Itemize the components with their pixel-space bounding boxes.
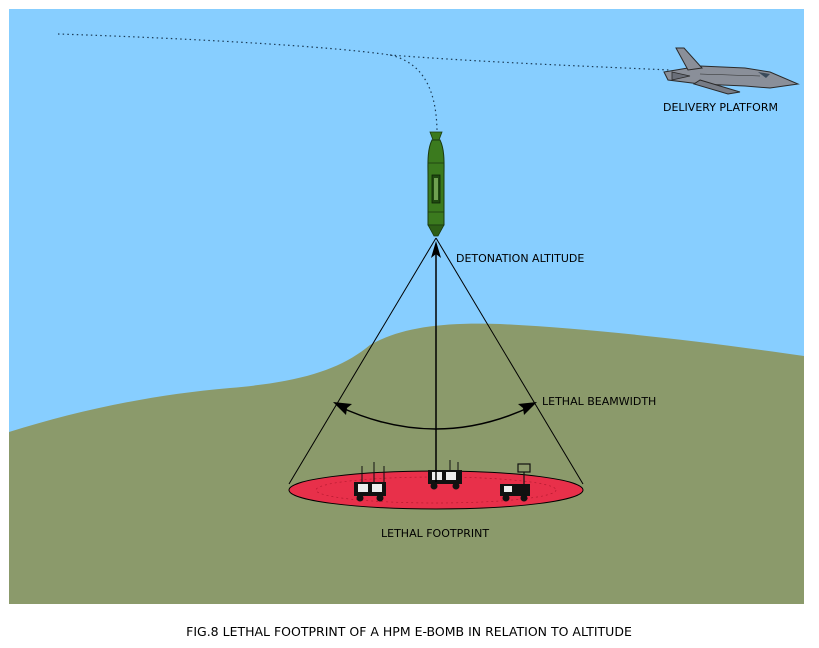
beam-cone-right — [435, 237, 584, 485]
lethal-footprint-label: LETHAL FOOTPRINT — [381, 527, 489, 540]
detonation-altitude-label: DETONATION ALTITUDE — [456, 252, 584, 265]
flight-path-to-aircraft — [389, 54, 671, 71]
beamwidth-arrow-left — [333, 402, 352, 415]
delivery-platform-label: DELIVERY PLATFORM — [663, 101, 778, 114]
beamwidth-arc — [337, 405, 533, 430]
beamwidth-arrow-right — [518, 402, 537, 415]
lethal-beamwidth-label: LETHAL BEAMWIDTH — [542, 395, 656, 408]
figure-caption: FIG.8 LETHAL FOOTPRINT OF A HPM E-BOMB I… — [186, 624, 632, 639]
ground-hills — [9, 323, 804, 604]
vehicle-icon-left — [354, 462, 386, 502]
vehicle-icon-right — [500, 463, 531, 502]
ebomb-icon — [427, 131, 445, 237]
aircraft-icon — [663, 47, 800, 95]
altitude-arrow-head — [431, 241, 441, 258]
beam-cone-left — [288, 237, 437, 485]
